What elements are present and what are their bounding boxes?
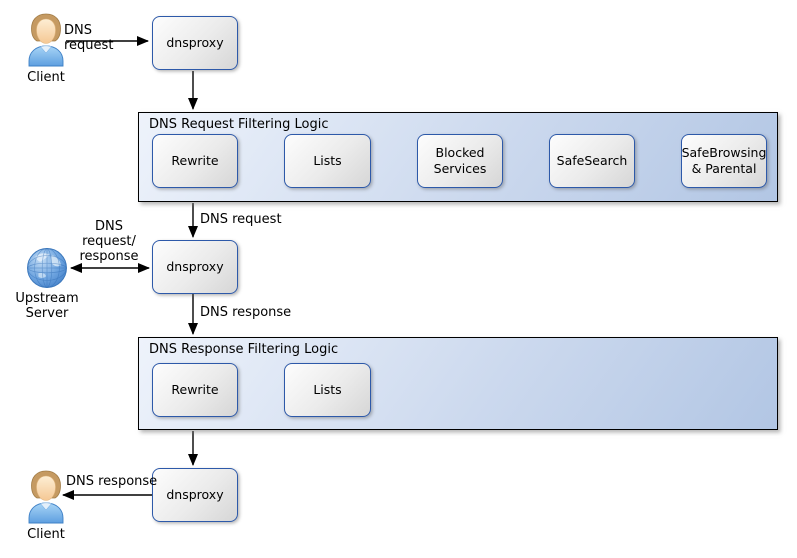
step-lists-response: Lists [284, 363, 371, 417]
edge-label-filtered-request: DNS request [200, 212, 282, 227]
step-safebrowsing-parental: SafeBrowsing & Parental [681, 134, 767, 188]
step-rewrite-request: Rewrite [152, 134, 238, 188]
step-rewrite-request-label: Rewrite [171, 153, 219, 168]
client-top-label: Client [27, 70, 65, 85]
step-safesearch-label: SafeSearch [556, 153, 628, 168]
step-lists-response-label: Lists [313, 382, 342, 397]
client-bottom-label: Client [27, 527, 65, 542]
step-rewrite-response-label: Rewrite [171, 382, 219, 397]
dnsproxy-bottom-node-label: dnsproxy [166, 487, 224, 502]
client-bottom-icon [28, 470, 64, 524]
step-lists-request-label: Lists [313, 153, 342, 168]
client-icon [28, 13, 64, 67]
step-lists-request: Lists [284, 134, 371, 188]
upstream-server-label: Upstream Server [15, 291, 79, 321]
response-filtering-container: DNS Response Filtering Logic [138, 337, 778, 430]
dnsproxy-bottom-node: dnsproxy [152, 468, 238, 522]
request-filtering-title: DNS Request Filtering Logic [149, 117, 329, 132]
response-filtering-title: DNS Response Filtering Logic [149, 342, 339, 357]
dnsproxy-top-node: dnsproxy [152, 16, 238, 70]
dnsproxy-middle-node-label: dnsproxy [166, 259, 224, 274]
dnsproxy-middle-node: dnsproxy [152, 240, 238, 294]
dnsproxy-top-node-label: dnsproxy [166, 35, 224, 50]
edge-label-client-response: DNS response [66, 474, 158, 489]
edge-label-client-request: DNS request [64, 23, 114, 53]
step-safebrowsing-parental-label: SafeBrowsing & Parental [681, 145, 767, 176]
step-safesearch: SafeSearch [549, 134, 635, 188]
edge-label-upstream-exchange: DNS request/ response [79, 219, 139, 264]
upstream-server-icon [27, 248, 67, 288]
step-blocked-services: Blocked Services [417, 134, 503, 188]
step-blocked-services-label: Blocked Services [433, 145, 487, 176]
step-rewrite-response: Rewrite [152, 363, 238, 417]
edge-label-proxy-response: DNS response [200, 305, 292, 320]
